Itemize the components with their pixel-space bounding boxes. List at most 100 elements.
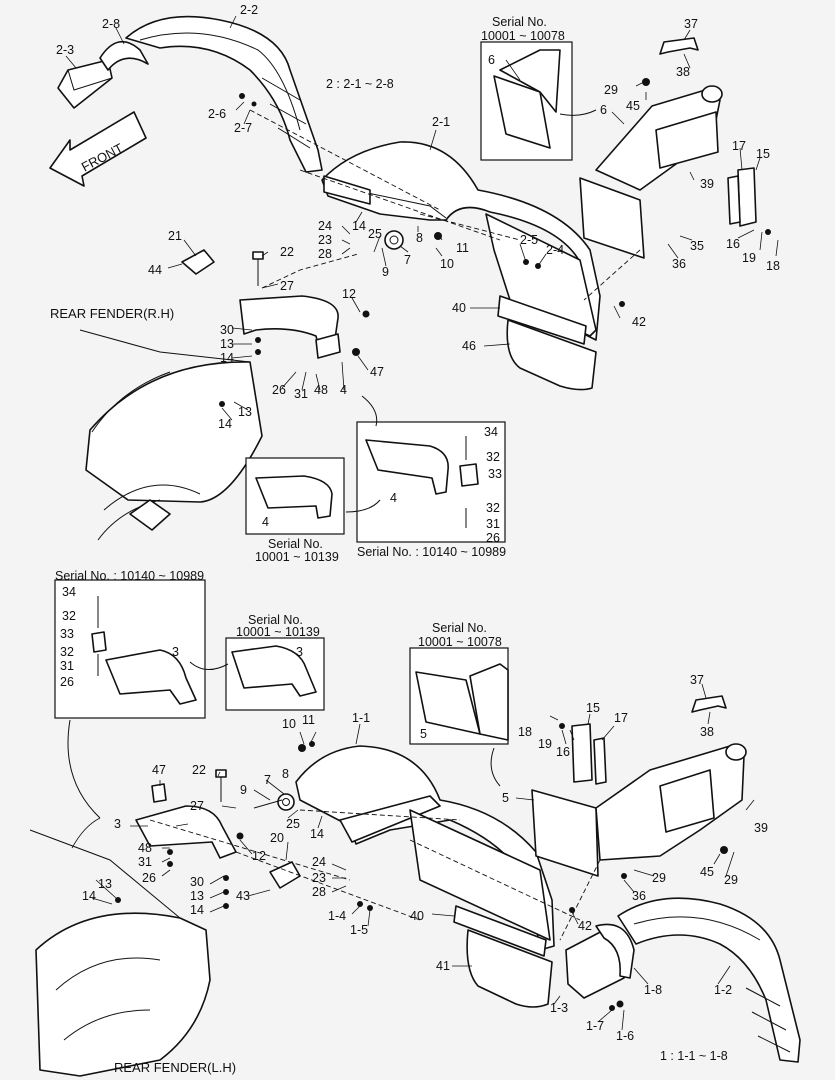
label-6-inset: 6 xyxy=(488,53,495,67)
label-9-low: 9 xyxy=(240,783,247,797)
part-7-washer-hole xyxy=(389,235,399,245)
title-rear-fender-rh: REAR FENDER(R.H) xyxy=(50,306,174,321)
washer-13-low xyxy=(223,889,229,895)
label-inset-26: 26 xyxy=(486,531,500,545)
label-inset-33: 33 xyxy=(488,467,502,481)
label-14-low-fender: 14 xyxy=(82,889,96,903)
bolt-36-low xyxy=(621,873,627,879)
part-5-pivot xyxy=(725,743,747,761)
washer-13b xyxy=(219,401,225,407)
label-25-low: 25 xyxy=(286,817,300,831)
label-29-low-a: 29 xyxy=(724,873,738,887)
serial-low-left: Serial No. : 10140 ~ 10989 xyxy=(55,569,204,583)
inset-serial-mid-big xyxy=(356,421,506,543)
label-28-low: 28 xyxy=(312,885,326,899)
label-low-inset-5: 5 xyxy=(420,727,427,741)
rh-fender-bracket xyxy=(129,499,171,531)
label-2-8: 2-8 xyxy=(102,17,120,31)
serial-top-right-line2: 10001 ~ 10078 xyxy=(481,29,565,43)
label-6: 6 xyxy=(600,103,607,117)
part-1-8-bracket xyxy=(595,923,635,979)
label-low-inset-3b: 3 xyxy=(296,645,303,659)
label-23: 23 xyxy=(318,233,332,247)
label-13-low: 13 xyxy=(190,889,204,903)
label-15-low: 15 xyxy=(586,701,600,715)
part-2-8-bracket xyxy=(99,40,149,71)
label-14-low-b: 14 xyxy=(190,903,204,917)
part-17-strap xyxy=(727,175,741,225)
label-12-low: 12 xyxy=(252,849,266,863)
label-low-inset-3a: 3 xyxy=(172,645,179,659)
part-2-3-cap xyxy=(57,59,113,109)
part-46-mudflap xyxy=(506,319,597,391)
part-2-1-side-panel xyxy=(485,213,597,337)
nut-11-low xyxy=(309,741,315,747)
label-27: 27 xyxy=(280,279,294,293)
note-2-range: 2 : 2-1 ~ 2-8 xyxy=(326,77,394,91)
washer-1-5 xyxy=(367,905,373,911)
serial-mid-big: Serial No. : 10140 ~ 10989 xyxy=(357,545,506,559)
label-26-low: 26 xyxy=(142,871,156,885)
nut-14-low xyxy=(223,903,229,909)
label-4: 4 xyxy=(340,383,347,397)
label-13-low-fender: 13 xyxy=(98,877,112,891)
inset-part-4-old xyxy=(255,475,333,519)
bolt-12-low xyxy=(236,832,244,840)
washer-19 xyxy=(765,229,771,235)
label-45: 45 xyxy=(626,99,640,113)
label-1-7: 1-7 xyxy=(586,1019,604,1033)
part-6-hinge-block xyxy=(655,111,719,169)
label-17: 17 xyxy=(732,139,746,153)
label-15: 15 xyxy=(756,147,770,161)
label-31-low: 31 xyxy=(138,855,152,869)
label-9: 9 xyxy=(382,265,389,279)
label-2-2: 2-2 xyxy=(240,3,258,17)
bolt-42 xyxy=(619,301,625,307)
inset-part-6-plate xyxy=(493,75,551,149)
washer-31-low xyxy=(167,849,173,855)
lh-fender-body xyxy=(35,912,211,1077)
label-2-7: 2-7 xyxy=(234,121,252,135)
part-22-bolt-head-low xyxy=(215,769,227,778)
label-36: 36 xyxy=(672,257,686,271)
label-2-1: 2-1 xyxy=(432,115,450,129)
label-43-low: 43 xyxy=(236,889,250,903)
label-29: 29 xyxy=(604,83,618,97)
label-14-low-a: 14 xyxy=(310,827,324,841)
part-7-washer xyxy=(384,230,404,250)
part-17-strap-low xyxy=(593,737,607,785)
serial-mid-small-line2: 10001 ~ 10139 xyxy=(255,550,339,564)
bolt-2-6 xyxy=(239,93,245,99)
label-19-low: 19 xyxy=(538,737,552,751)
label-8-low: 8 xyxy=(282,767,289,781)
inset-part-3-new xyxy=(105,649,197,705)
cap-47 xyxy=(352,348,360,356)
label-1-2: 1-2 xyxy=(714,983,732,997)
part-7-washer-low xyxy=(277,793,295,811)
label-low-inset-33: 33 xyxy=(60,627,74,641)
label-7: 7 xyxy=(404,253,411,267)
label-37: 37 xyxy=(684,17,698,31)
part-1-1-frame xyxy=(339,795,441,843)
label-1-1: 1-1 xyxy=(352,711,370,725)
label-14-top: 14 xyxy=(352,219,366,233)
dashed-guides-bottom xyxy=(149,809,601,941)
part-5-plate xyxy=(531,789,599,877)
bolt-42-low xyxy=(569,907,575,913)
part-1-2-ribs xyxy=(633,916,791,1053)
label-48-low: 48 xyxy=(138,841,152,855)
inset-part-33-low xyxy=(91,631,107,653)
serial-low-mid-line1: Serial No. xyxy=(248,613,303,627)
part-40-plate xyxy=(497,295,587,345)
label-47: 47 xyxy=(370,365,384,379)
washer-13-fender-low xyxy=(115,897,121,903)
bolt-2-4 xyxy=(535,263,541,269)
label-48: 48 xyxy=(314,383,328,397)
inset-arrow-top-right xyxy=(559,109,597,116)
title-rear-fender-lh: REAR FENDER(L.H) xyxy=(114,1060,236,1075)
part-6-plate xyxy=(579,177,645,259)
washer-45 xyxy=(642,78,650,86)
label-20-low: 20 xyxy=(270,831,284,845)
label-inset-32b: 32 xyxy=(486,501,500,515)
label-45-low: 45 xyxy=(700,865,714,879)
